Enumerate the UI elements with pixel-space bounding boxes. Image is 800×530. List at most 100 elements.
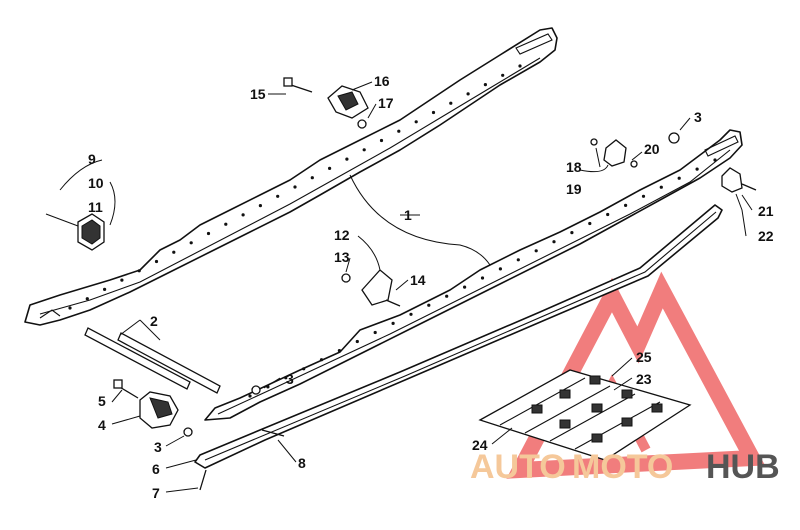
callout-17: 17: [378, 95, 394, 111]
rail-hole-right: [319, 358, 324, 362]
watermark-moto: MOTO: [572, 448, 673, 486]
callout-12: 12: [334, 227, 350, 243]
watermark-auto: AUTO: [470, 448, 566, 486]
rail-hole-left: [276, 194, 280, 198]
callout-20: 20: [644, 141, 660, 157]
rail-hole-left: [483, 83, 487, 87]
rail-hole-left: [449, 101, 453, 105]
callout-22: 22: [758, 228, 774, 244]
track-section: [478, 369, 692, 461]
rail-hole-left: [414, 120, 418, 124]
block-upper: [327, 85, 369, 129]
slide-rail-left: [24, 27, 558, 326]
wear-strip: [194, 204, 723, 469]
rail-hole-left: [206, 231, 211, 236]
leader-lines: [59, 81, 753, 493]
callout-7: 7: [152, 485, 160, 501]
callout-11: 11: [88, 199, 103, 215]
rail-hole-left: [68, 306, 72, 310]
rail-hole-right: [624, 203, 628, 207]
rail-hole-right: [302, 367, 306, 371]
bracket-rear: [45, 213, 105, 251]
rail-hole-left: [85, 297, 89, 301]
callout-18: 18: [566, 159, 582, 175]
cross-shafts: [84, 327, 221, 394]
rail-hole-right: [659, 185, 663, 189]
rail-hole-right: [373, 330, 377, 335]
rail-hole-right: [427, 303, 431, 307]
rail-hole-right: [695, 167, 699, 171]
rail-hole-left: [397, 129, 401, 133]
rail-hole-left: [345, 157, 349, 161]
rail-hole-left: [518, 64, 522, 68]
rail-hole-left: [431, 110, 436, 115]
rail-hole-right: [355, 339, 359, 344]
rail-hole-right: [641, 194, 646, 198]
callout-9: 9: [88, 151, 96, 167]
bracket-front: [721, 167, 757, 193]
block-right: [590, 132, 680, 167]
callout-16: 16: [374, 73, 390, 89]
callout-1: 1: [404, 207, 412, 223]
callout-25: 25: [636, 349, 652, 365]
rail-hole-right: [677, 176, 681, 180]
rail-hole-left: [103, 287, 107, 291]
callout-5: 5: [98, 393, 106, 409]
callout-24: 24: [472, 437, 488, 453]
rail-hole-left: [224, 222, 228, 226]
rail-hole-left: [466, 92, 470, 96]
rail-hole-left: [172, 250, 176, 254]
callout-21: 21: [758, 203, 774, 219]
rail-hole-right: [463, 285, 467, 289]
rail-hole-right: [588, 221, 592, 226]
rail-hole-left: [379, 138, 384, 143]
slide-rail-right: [204, 129, 743, 421]
callout-14: 14: [410, 272, 426, 288]
callout-6: 6: [152, 461, 160, 477]
callout-19: 19: [566, 181, 582, 197]
bolts: [113, 77, 638, 491]
rail-hole-right: [606, 212, 610, 217]
rail-hole-left: [189, 241, 193, 245]
watermark-wordmark: AUTO MOTO HUB: [470, 448, 780, 486]
callout-labels: 1 2 3 3 3 4 5 6 7 8 9 10 11 12 13 14 15 …: [88, 73, 774, 501]
callout-3c: 3: [694, 109, 702, 125]
rail-hole-right: [409, 312, 413, 316]
callout-15: 15: [250, 86, 266, 102]
rail-hole-right: [516, 258, 520, 262]
rail-hole-right: [284, 376, 288, 380]
bracket-mid: [341, 269, 401, 307]
rail-hole-left: [258, 204, 262, 208]
rail-hole-right: [248, 394, 252, 398]
watermark-hub: HUB: [706, 448, 780, 486]
rail-hole-left: [293, 185, 297, 189]
rail-hole-right: [391, 321, 395, 325]
rail-hole-right: [498, 267, 502, 271]
rail-hole-left: [154, 259, 159, 264]
callout-10: 10: [88, 175, 104, 191]
rail-hole-left: [120, 278, 124, 282]
callout-8: 8: [298, 455, 306, 471]
stopper-block: [139, 391, 179, 429]
rail-hole-left: [137, 269, 141, 273]
rail-hole-right: [552, 240, 556, 244]
rail-hole-left: [328, 166, 332, 170]
rail-hole-left: [362, 148, 366, 152]
rail-hole-right: [266, 385, 270, 389]
rail-hole-left: [310, 176, 314, 180]
rail-hole-right: [534, 249, 538, 253]
rail-hole-right: [445, 294, 449, 298]
callout-4: 4: [98, 417, 106, 433]
callout-3a: 3: [286, 371, 294, 387]
rail-hole-right: [480, 276, 485, 280]
rail-hole-right: [713, 158, 717, 162]
callout-3b: 3: [154, 439, 162, 455]
rail-hole-left: [241, 213, 245, 217]
rail-hole-left: [501, 73, 505, 77]
callout-23: 23: [636, 371, 652, 387]
callout-2: 2: [150, 313, 158, 329]
rail-hole-right: [337, 349, 341, 353]
rail-hole-right: [570, 231, 574, 235]
callout-13: 13: [334, 249, 350, 265]
